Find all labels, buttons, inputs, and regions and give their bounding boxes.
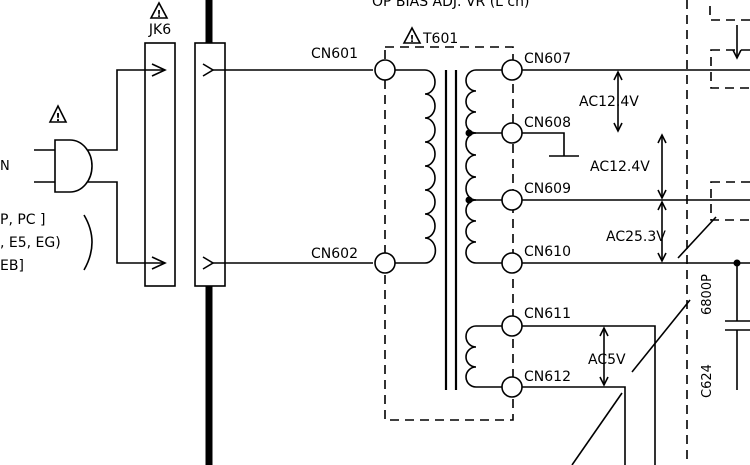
connector-cn602-label: CN602 xyxy=(311,246,358,262)
plug-lead-lower xyxy=(88,181,165,264)
junction-dot xyxy=(465,129,473,137)
socket-icon xyxy=(202,256,215,270)
transformer-t601-outline xyxy=(384,46,514,421)
voltage-label-3: AC25.3V xyxy=(606,229,666,245)
connector-cn609 xyxy=(501,189,523,211)
voltage-span-3 xyxy=(657,200,667,263)
leader-line xyxy=(677,216,717,259)
voltage-label-1: AC12.4V xyxy=(579,94,639,110)
output-wire-cn611 xyxy=(522,325,656,465)
connector-cn611 xyxy=(501,315,523,337)
voltage-label-2: AC12.4V xyxy=(590,159,650,175)
plug-partial-label: N xyxy=(0,159,10,174)
arrow-icon xyxy=(151,256,167,270)
junction-dot xyxy=(465,196,473,204)
svg-text:!: ! xyxy=(410,34,415,45)
module-outline-mid xyxy=(710,181,750,221)
header-fragment: OP BIAS ADJ. VR (L ch) xyxy=(372,0,529,10)
leader-line xyxy=(571,392,623,465)
connector-cn601 xyxy=(374,59,396,81)
connector-cn612 xyxy=(501,376,523,398)
primary-winding xyxy=(424,69,437,264)
connector-cn608-label: CN608 xyxy=(524,115,571,131)
jack-jk6-right-half xyxy=(194,42,226,287)
ac-plug xyxy=(34,139,93,193)
connector-cn610 xyxy=(501,252,523,274)
connector-cn607-label: CN607 xyxy=(524,51,571,67)
jack-name-label: JK6 xyxy=(148,22,171,38)
voltage-span-2 xyxy=(657,133,667,200)
voltage-span-1 xyxy=(613,70,623,133)
region-code-line-2: , E5, EG) xyxy=(0,235,61,251)
plug-lead-upper xyxy=(88,69,165,151)
connector-cn610-label: CN610 xyxy=(524,244,571,260)
arrow-icon xyxy=(732,49,742,60)
plug-warning-icon: ! xyxy=(48,104,68,124)
svg-text:!: ! xyxy=(157,9,162,20)
socket-icon xyxy=(202,63,215,77)
connector-cn601-label: CN601 xyxy=(311,46,358,62)
connector-cn609-label: CN609 xyxy=(524,181,571,197)
connector-cn608 xyxy=(501,122,523,144)
voltage-span-4 xyxy=(599,326,609,387)
jack-jk6-left-half xyxy=(144,42,176,287)
capacitor-value-label: 6800P xyxy=(700,274,715,315)
voltage-label-4: AC5V xyxy=(588,352,626,368)
region-code-line-3: EB] xyxy=(0,258,24,274)
capacitor-ref-label: C624 xyxy=(700,364,715,398)
connector-cn611-label: CN611 xyxy=(524,306,571,322)
region-code-line-1: P, PC ] xyxy=(0,212,45,228)
module-outline-vr xyxy=(710,49,750,89)
connector-cn607 xyxy=(501,59,523,81)
transformer-warning-icon: ! xyxy=(402,26,422,45)
output-wire-cn612 xyxy=(522,386,626,465)
module-outline-top xyxy=(709,0,750,21)
secondary-winding-lower xyxy=(465,325,477,388)
connector-cn602 xyxy=(374,252,396,274)
leader-line xyxy=(631,299,691,373)
jack-warning-icon: ! xyxy=(149,1,169,20)
svg-text:!: ! xyxy=(55,111,60,124)
arrow-icon xyxy=(151,63,167,77)
region-brace xyxy=(83,214,93,271)
secondary-winding-upper xyxy=(465,69,477,264)
connector-cn612-label: CN612 xyxy=(524,369,571,385)
transformer-name-label: T601 xyxy=(422,31,458,47)
output-wire-cn608 xyxy=(522,132,565,156)
